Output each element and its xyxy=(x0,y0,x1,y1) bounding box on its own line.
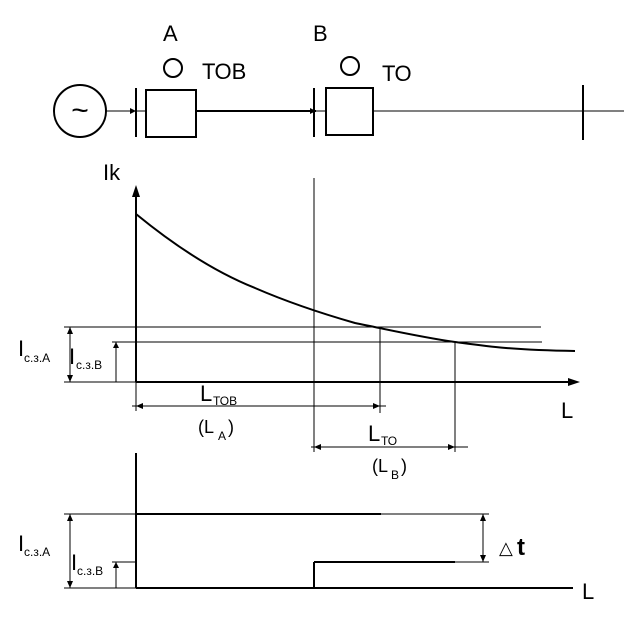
substation-a-label: A xyxy=(163,21,178,46)
current-x-label: L xyxy=(561,398,573,423)
zone-b-arrow-right xyxy=(448,444,455,450)
zone-a-arrow-left xyxy=(136,403,143,409)
level-b-subscript: с.з.В xyxy=(77,564,103,578)
delta-t-label: t xyxy=(517,534,525,561)
setting-b-dim-arrow-top xyxy=(113,342,119,348)
zone-a-paren-open: (L xyxy=(198,417,214,437)
zone-b-paren-sub: B xyxy=(391,468,399,482)
delta-t-arrow-top xyxy=(480,514,486,521)
current-y-axis-arrow xyxy=(132,185,140,197)
time-x-label: L xyxy=(582,579,594,604)
zone-b-symbol: L xyxy=(368,421,380,446)
level-a-symbol: I xyxy=(18,531,24,556)
zone-a-symbol: L xyxy=(200,381,212,406)
setting-a-symbol: I xyxy=(18,336,24,361)
one-line-schematic: ~ A ТОВ B ТО xyxy=(53,21,624,140)
zone-a-paren-close: ) xyxy=(228,417,234,437)
current-x-axis-arrow xyxy=(568,378,580,386)
level-b-dim-arrow-top xyxy=(113,562,119,568)
breaker-b xyxy=(325,87,374,136)
zone-b-arrow-left xyxy=(314,444,321,450)
substation-b-label: B xyxy=(313,21,328,46)
generator-lead-arrow xyxy=(130,108,136,114)
delta-symbol: △ xyxy=(499,538,513,558)
setting-a-subscript: с.з.А xyxy=(24,351,50,365)
level-b-symbol: I xyxy=(71,550,77,575)
setting-b-subscript: с.з.В xyxy=(76,358,102,372)
zone-b-subscript: ТО xyxy=(381,434,397,448)
zone-b-paren-open: (L xyxy=(372,456,388,476)
setting-b-symbol: I xyxy=(69,344,75,369)
zone-a-subscript: ТОВ xyxy=(213,394,237,408)
fault-current-curve xyxy=(135,213,576,352)
breaker-a xyxy=(145,89,197,138)
current-graph: Ik L I с.з.А I с.з.В L ТОВ (L A ) L ТО (… xyxy=(18,160,580,482)
generator-symbol-text: ~ xyxy=(71,94,89,127)
current-y-label: Ik xyxy=(103,160,121,185)
relay-b-icon xyxy=(340,56,360,76)
relay-a-icon xyxy=(163,58,183,78)
zone-b-paren-close: ) xyxy=(401,456,407,476)
setting-a-dim-arrow-top xyxy=(67,327,73,334)
delta-t-arrow-bottom xyxy=(480,555,486,562)
zone-a-arrow-right xyxy=(373,403,380,409)
level-a-dim-arrow-top xyxy=(67,514,73,521)
level-a-subscript: с.з.А xyxy=(24,545,50,559)
setting-a-dim-arrow-bottom xyxy=(67,375,73,382)
time-graph: L I с.з.А I с.з.В △ t xyxy=(18,453,594,604)
protection-b-label: ТО xyxy=(382,61,412,86)
zone-a-paren-sub: A xyxy=(218,429,226,443)
level-a-dim-arrow-bottom xyxy=(67,581,73,588)
protection-a-label: ТОВ xyxy=(202,59,246,84)
